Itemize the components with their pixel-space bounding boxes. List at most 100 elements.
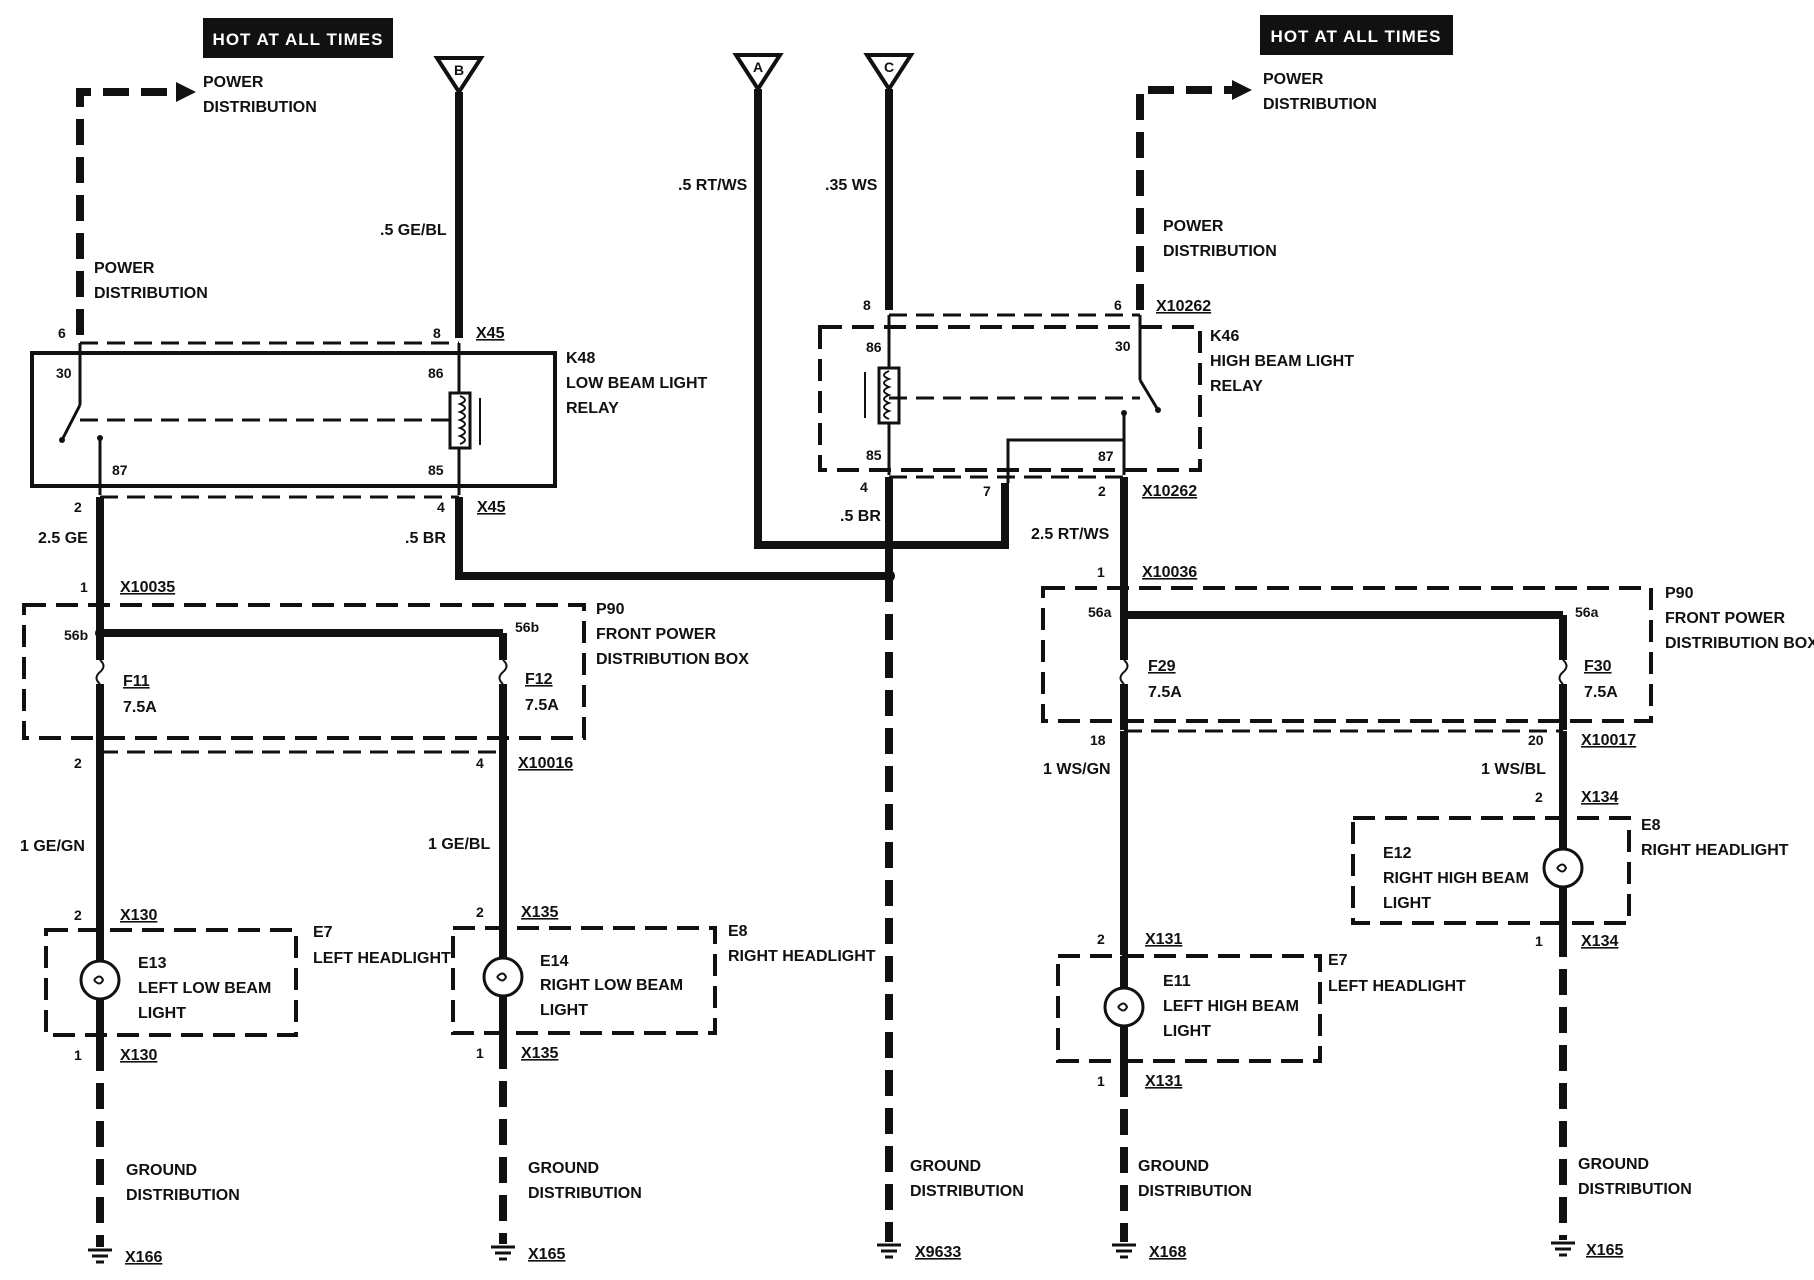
ground-1-line2: DISTRIBUTION	[126, 1187, 240, 1204]
p90l-pin-1: 1	[80, 579, 88, 595]
ground-1-ref: X166	[125, 1249, 162, 1266]
e12-id: E12	[1383, 845, 1412, 862]
wire-b-label: .5 GE/BL	[380, 222, 447, 239]
ground-symbol-5	[1551, 1241, 1575, 1257]
x135-bottom-label: X135	[521, 1045, 558, 1062]
x134-top-label: X134	[1581, 789, 1618, 806]
k48-coil-winding	[457, 395, 466, 445]
terminal-a-flag: A	[732, 53, 784, 93]
terminal-b-flag: B	[433, 56, 485, 96]
k46-line2: RELAY	[1210, 378, 1263, 395]
ground-symbol-3	[877, 1243, 901, 1259]
f29-fuse-icon	[1119, 659, 1129, 685]
k46-switch-pivot	[1155, 407, 1161, 413]
ground-2-ref: X165	[528, 1246, 565, 1263]
x134-bottom-label: X134	[1581, 933, 1618, 950]
f12-rating: 7.5A	[525, 697, 559, 714]
k48-relay-box	[30, 351, 557, 488]
e7-right-id: E7	[1328, 952, 1348, 969]
power-feed-right	[1136, 86, 1233, 310]
p90r-pin-20: 20	[1528, 732, 1544, 748]
e8-right-headlight-box	[1351, 816, 1631, 925]
k48-label-86: 86	[428, 365, 444, 381]
power-dist-top-right-2: DISTRIBUTION	[1263, 96, 1377, 113]
e14-line1: RIGHT LOW BEAM	[540, 977, 683, 994]
x10262-bottom-label: X10262	[1142, 483, 1197, 500]
e8-left-name: RIGHT HEADLIGHT	[728, 948, 876, 965]
p90l-line1: FRONT POWER	[596, 626, 716, 643]
x10036-label: X10036	[1142, 564, 1197, 581]
banner-left-text: HOT AT ALL TIMES	[213, 30, 384, 49]
p90r-line1: FRONT POWER	[1665, 610, 1785, 627]
terminal-c-flag: C	[863, 53, 915, 93]
e11-line1: LEFT HIGH BEAM	[1163, 998, 1299, 1015]
f30-id: F30	[1584, 658, 1612, 675]
x135-top-label: X135	[521, 904, 558, 921]
p90r-pin-18: 18	[1090, 732, 1106, 748]
e14-id: E14	[540, 953, 569, 970]
p90l-56b-b: 56b	[515, 619, 539, 635]
wire-k46-85-label: .5 BR	[840, 508, 881, 525]
k48-pin-8: 8	[433, 325, 441, 341]
ground-4-line2: DISTRIBUTION	[1138, 1183, 1252, 1200]
wire-1-ge-gn-label: 1 GE/GN	[20, 838, 85, 855]
k48-label-87: 87	[112, 462, 128, 478]
power-dist-right-mid-1: POWER	[1163, 218, 1224, 235]
ground-symbol-2	[491, 1245, 515, 1261]
e7-right-headlight-box	[1056, 954, 1322, 1063]
e13-id: E13	[138, 955, 167, 972]
wire-2.5-rt-ws-label: 2.5 RT/WS	[1031, 526, 1110, 543]
f12-id: F12	[525, 671, 553, 688]
k46-line1: HIGH BEAM LIGHT	[1210, 353, 1354, 370]
power-dist-right-mid-2: DISTRIBUTION	[1163, 243, 1277, 260]
k48-line2: RELAY	[566, 400, 619, 417]
x10017-label: X10017	[1581, 732, 1636, 749]
k46-label-30: 30	[1115, 338, 1131, 354]
k46-pin-4: 4	[860, 479, 868, 495]
hot-at-all-times-banner-right: HOT AT ALL TIMES	[1260, 15, 1453, 55]
e13-pin-2: 2	[74, 907, 82, 923]
terminal-a-label: A	[753, 59, 763, 75]
power-dist-left-mid-2: DISTRIBUTION	[94, 285, 208, 302]
wire-a	[754, 89, 1009, 549]
f11-fuse-icon	[95, 659, 105, 685]
k48-pin-4: 4	[437, 499, 445, 515]
k46-label-85: 85	[866, 447, 882, 463]
f29-id: F29	[1148, 658, 1176, 675]
e13-lamp-filament	[93, 975, 105, 985]
wire-c-label: .35 WS	[825, 177, 878, 194]
power-dist-left-mid-1: POWER	[94, 260, 155, 277]
banner-right-text: HOT AT ALL TIMES	[1271, 27, 1442, 46]
k48-line1: LOW BEAM LIGHT	[566, 375, 708, 392]
k48-id: K48	[566, 350, 595, 367]
ground-3-line2: DISTRIBUTION	[910, 1183, 1024, 1200]
p90l-pin-4: 4	[476, 755, 484, 771]
ground-5-line2: DISTRIBUTION	[1578, 1181, 1692, 1198]
f12-fuse-icon	[498, 659, 508, 685]
p90-right-box	[1041, 586, 1653, 723]
k46-switch-arm	[1138, 379, 1160, 411]
power-dist-top-left-2: DISTRIBUTION	[203, 99, 317, 116]
e12-pin-2: 2	[1535, 789, 1543, 805]
f30-fuse-icon	[1558, 659, 1568, 685]
power-dist-top-right-1: POWER	[1263, 71, 1324, 88]
k46-coil-winding	[883, 370, 892, 420]
ground-4-line1: GROUND	[1138, 1158, 1209, 1175]
x130-bottom-label: X130	[120, 1047, 157, 1064]
e14-pin-2: 2	[476, 904, 484, 920]
wire-1-ws-bl-label: 1 WS/BL	[1481, 761, 1546, 778]
e14-pin-1: 1	[476, 1045, 484, 1061]
e13-lamp-icon	[79, 959, 121, 1001]
ground-symbol-4	[1112, 1243, 1136, 1259]
e7-left-headlight-box	[44, 928, 298, 1037]
p90-left-box	[22, 603, 586, 740]
e12-lamp-icon	[1542, 847, 1584, 889]
power-arrow-right	[1232, 80, 1252, 100]
hot-at-all-times-banner-left: HOT AT ALL TIMES	[203, 18, 393, 58]
k46-pin7-link	[1006, 438, 1124, 483]
wire-a-label: .5 RT/WS	[678, 177, 748, 194]
k48-label-85: 85	[428, 462, 444, 478]
f30-rating: 7.5A	[1584, 684, 1618, 701]
k46-relay-box	[818, 325, 1202, 472]
